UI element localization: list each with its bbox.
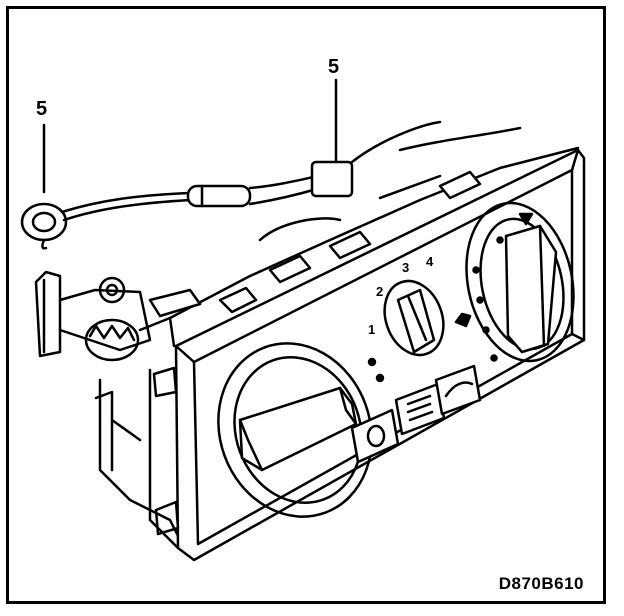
temperature-marker-icon bbox=[518, 212, 534, 226]
rear-defrost-button bbox=[394, 382, 446, 436]
dial-number-2: 2 bbox=[376, 284, 383, 299]
callout-5-left: 5 bbox=[36, 98, 48, 120]
sensor-wire bbox=[20, 120, 522, 250]
mode-icons bbox=[367, 312, 472, 383]
push-buttons bbox=[350, 364, 482, 464]
figure-code: D870B610 bbox=[498, 574, 584, 593]
knob-center bbox=[383, 279, 445, 357]
figure-border bbox=[6, 6, 606, 604]
callout-5-right: 5 bbox=[328, 56, 340, 78]
recirculation-button bbox=[350, 408, 400, 464]
air-conditioning-button bbox=[434, 364, 482, 416]
control-panel-face bbox=[174, 148, 586, 562]
dial-number-3: 3 bbox=[402, 260, 409, 275]
knob-right bbox=[465, 201, 575, 363]
dial-number-1: 1 bbox=[368, 322, 375, 337]
dial-number-4: 4 bbox=[426, 254, 434, 269]
housing-lower-details bbox=[148, 366, 180, 550]
housing-top bbox=[138, 146, 580, 348]
control-body-left bbox=[34, 270, 182, 542]
knob-left bbox=[217, 342, 373, 518]
